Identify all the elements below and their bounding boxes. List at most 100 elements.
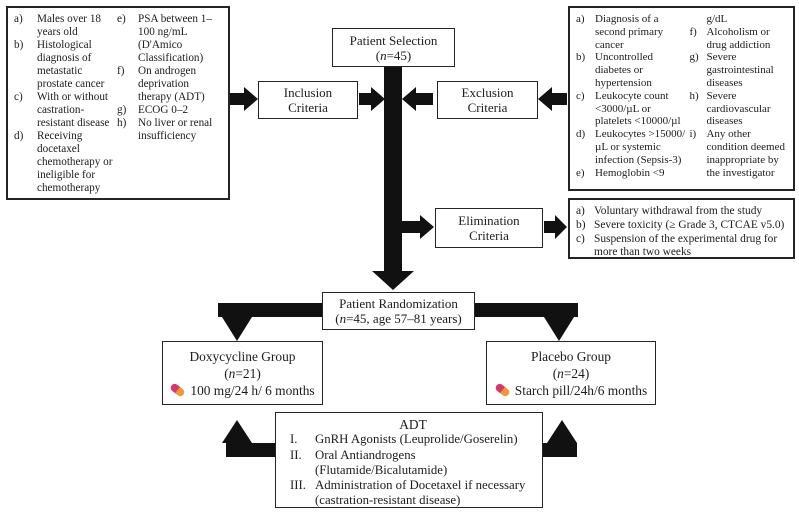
item-text: ECOG 0–2 (138, 104, 189, 116)
item-text: With or without castration-resistant dis… (37, 91, 110, 129)
item-text: Diagnosis of a second primary cancer (595, 13, 664, 51)
group-dose: Starch pill/24h/6 months (493, 382, 648, 399)
item-label: I. (290, 432, 298, 447)
list-item: g/dL (689, 13, 791, 26)
list-item: b) Severe toxicity (≥ Grade 3, CTCAE v5.… (576, 219, 790, 233)
list-item: e) PSA between 1–100 ng/mL (D'Amico Clas… (117, 13, 223, 65)
item-text: Voluntary withdrawal from the study (594, 205, 763, 217)
arrow-randomization-to-placebo-icon (475, 303, 578, 341)
list-item: f) On androgen deprivation therapy (ADT) (117, 65, 223, 104)
list-item: g) Severe gastrointestinal diseases (689, 51, 791, 89)
node-title-line2: Criteria (467, 100, 508, 115)
item-label: a) (576, 13, 585, 25)
elimination-criteria-list: a) Voluntary withdrawal from the study b… (568, 198, 795, 259)
list-item: h) Severe cardiovascular diseases (689, 90, 791, 128)
group-title: Placebo Group (531, 348, 611, 364)
patient-randomization-box: Patient Randomization (n=45, age 57–81 y… (322, 292, 475, 330)
item-label: c) (576, 232, 585, 245)
list-item: g) ECOG 0–2 (117, 104, 223, 117)
item-label: e) (117, 13, 126, 25)
item-label: d) (576, 128, 586, 141)
arrow-adt-to-placebo-icon (543, 420, 577, 457)
node-title: Inclusion (283, 85, 333, 100)
list-item: II. Oral Antiandrogens (Flutamide/Bicalu… (290, 448, 536, 479)
item-label: f) (689, 25, 697, 38)
exclusion-criteria-box: Exclusion Criteria (437, 81, 538, 119)
item-label: a) (14, 13, 23, 25)
item-label: b) (14, 39, 24, 51)
arrow-adt-to-doxycycline-icon (222, 420, 275, 457)
item-text: Any other condition deemed inappropriate… (706, 128, 785, 179)
list-item: f) Alcoholism or drug addiction (689, 26, 791, 52)
item-label: b) (576, 51, 586, 64)
arrow-randomization-to-doxycycline-icon (218, 303, 322, 341)
item-text: Males over 18 years old (37, 13, 102, 38)
dose-text: Starch pill/24h/6 months (514, 382, 648, 398)
item-text: PSA between 1–100 ng/mL (D'Amico Classif… (138, 13, 212, 64)
list-item: b) Histological diagnosis of metastatic … (14, 39, 117, 91)
item-text: Leukocytes >15000/µL or systemic infecti… (595, 128, 686, 166)
adt-title: ADT (399, 417, 427, 432)
list-item: h) No liver or renal insufficiency (117, 117, 223, 143)
node-title: Elimination (458, 213, 520, 228)
arrow-into-inclusion-icon (230, 87, 258, 111)
node-title: Patient Selection (349, 32, 438, 48)
item-text: Alcoholism or drug addiction (706, 25, 771, 51)
item-text: Hemoglobin <9 (595, 166, 665, 179)
item-label: a) (576, 205, 585, 217)
item-text: Uncontrolled diabetes or hypertension (595, 51, 654, 89)
list-item: I. GnRH Agonists (Leuprolide/Goserelin) (290, 432, 536, 447)
group-subtitle: (n=21) (224, 365, 261, 381)
node-title-line2: Criteria (469, 228, 509, 243)
item-text: Histological diagnosis of metastatic pro… (37, 39, 105, 90)
item-label: h) (689, 89, 699, 102)
patient-selection-box: Patient Selection (n=45) (332, 28, 455, 67)
node-title-line2: Criteria (288, 100, 328, 115)
list-item: d) Receiving docetaxel chemotherapy or i… (14, 130, 117, 195)
doxycycline-group-box: Doxycycline Group (n=21) 100 mg/24 h/ 6 … (162, 341, 323, 405)
group-subtitle: (n=24) (552, 365, 590, 381)
item-text: Suspension of the experimental drug for … (594, 232, 778, 259)
pill-icon (169, 382, 187, 398)
item-label: d) (14, 130, 24, 142)
item-text: g/dL (706, 13, 728, 25)
list-item: e) Hemoglobin <9 (576, 167, 689, 180)
node-subtitle: (n=45, age 57–81 years) (335, 311, 462, 326)
item-text: Administration of Docetaxel if necessary… (315, 478, 526, 508)
list-item: i) Any other condition deemed inappropri… (689, 128, 791, 179)
arrow-selection-to-randomization-icon (372, 66, 414, 290)
inclusion-criteria-box: Inclusion Criteria (258, 81, 358, 119)
item-text: Leukocyte count <3000/µL or platelets <1… (595, 89, 681, 128)
list-item: c) Leukocyte count <3000/µL or platelets… (576, 90, 689, 128)
item-label: g) (689, 51, 699, 64)
item-text: Severe toxicity (≥ Grade 3, CTCAE v5.0) (594, 218, 785, 231)
node-title: Patient Randomization (339, 296, 458, 311)
item-label: h) (117, 117, 127, 129)
item-label: f) (117, 65, 125, 77)
arrow-center-to-elimination-icon (402, 215, 434, 239)
arrow-inclusion-to-center-icon (359, 87, 385, 111)
item-label: c) (576, 89, 585, 102)
group-title: Doxycycline Group (189, 348, 296, 364)
item-text: GnRH Agonists (Leuprolide/Goserelin) (315, 432, 518, 447)
item-text: No liver or renal insufficiency (138, 117, 213, 142)
list-item: b) Uncontrolled diabetes or hypertension (576, 51, 689, 89)
list-item: c) Suspension of the experimental drug f… (576, 233, 790, 261)
item-label: III. (290, 478, 306, 493)
item-text: Severe gastrointestinal diseases (706, 51, 774, 89)
placebo-group-box: Placebo Group (n=24) Starch pill/24h/6 m… (486, 341, 656, 405)
arrow-elimination-to-list-icon (544, 215, 567, 239)
arrow-into-exclusion-icon (538, 87, 567, 111)
item-label: II. (290, 447, 302, 462)
item-text: Severe cardiovascular diseases (706, 89, 771, 128)
pill-icon (493, 382, 511, 398)
item-text: Receiving docetaxel chemotherapy or inel… (37, 130, 113, 194)
list-item: d) Leukocytes >15000/µL or systemic infe… (576, 128, 689, 166)
item-label: i) (689, 128, 697, 141)
list-item: a) Voluntary withdrawal from the study (576, 205, 790, 219)
list-item: a) Males over 18 years old (14, 13, 117, 39)
item-label: g) (117, 104, 127, 116)
group-dose: 100 mg/24 h/ 6 months (169, 382, 315, 399)
